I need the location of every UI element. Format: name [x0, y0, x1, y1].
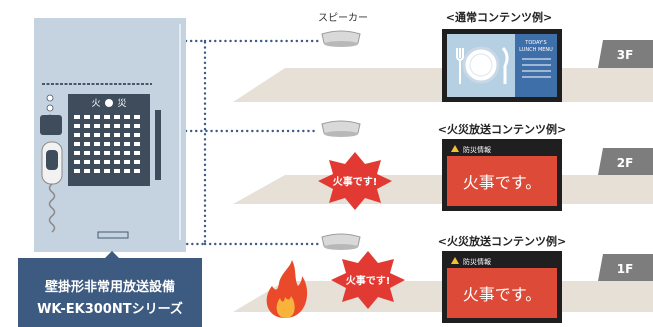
content-title-3f: <通常コンテンツ例>: [446, 10, 552, 24]
normal-content-display: TODAY'S LUNCH MENU: [442, 29, 562, 102]
alert-burst-2f: 火事です!: [318, 152, 392, 210]
alert-message-1f: 火事です。: [463, 285, 541, 304]
floor-badge-1f: 1F: [598, 254, 653, 281]
alert-message-2f: 火事です。: [463, 173, 541, 192]
alert-header-2f: 防災情報: [463, 145, 491, 154]
menu-text-line1: TODAY'S: [524, 40, 546, 46]
menu-lines: [522, 58, 551, 78]
alert-display-2f: 防災情報 火事です。: [442, 139, 562, 211]
caption-line2: WK-EK300NTシリーズ: [37, 302, 183, 317]
warning-icon: [451, 145, 459, 152]
product-caption: 壁掛形非常用放送設備 WK-EK300NTシリーズ: [18, 258, 202, 327]
broadcast-panel: 火 災: [34, 18, 186, 252]
content-title-2f: <火災放送コンテンツ例>: [438, 122, 566, 136]
panel-slot: [97, 231, 129, 239]
speaker-1f: [321, 233, 361, 250]
warning-icon: [451, 257, 459, 264]
fork-icon: [456, 48, 464, 84]
speaker-3f: [321, 30, 361, 47]
menu-text-line2: LUNCH MENU: [519, 47, 553, 53]
speaker-cable: [184, 39, 320, 246]
alert-display-1f: 防災情報 火事です。: [442, 251, 562, 323]
knife-icon: [501, 47, 509, 84]
speaker-2f: [321, 120, 361, 137]
floor-label-3f: 3F: [617, 48, 634, 62]
content-title-1f: <火災放送コンテンツ例>: [438, 234, 566, 248]
floor-badge-2f: 2F: [598, 148, 653, 175]
burst-text-1f: 火事です!: [346, 274, 391, 287]
fire-label: 火: [91, 98, 100, 109]
plate-icon: [462, 46, 500, 84]
alarm-indicator: [105, 99, 113, 107]
floor-label-1f: 1F: [617, 262, 634, 276]
mic-holder: [40, 115, 62, 135]
caption-line1: 壁掛形非常用放送設備: [44, 280, 175, 295]
disaster-label: 災: [117, 98, 126, 109]
alert-header-1f: 防災情報: [463, 257, 491, 266]
switch-grid: [74, 115, 140, 173]
speaker-label: スピーカー: [318, 12, 368, 24]
caption-pointer: [104, 251, 120, 259]
fire-icon: [266, 260, 308, 318]
burst-text-2f: 火事です!: [333, 175, 378, 188]
floor-label-2f: 2F: [617, 156, 634, 170]
floor-badge-3f: 3F: [598, 40, 653, 68]
handset-cord: [48, 183, 56, 233]
alert-burst-1f: 火事です!: [331, 251, 405, 309]
